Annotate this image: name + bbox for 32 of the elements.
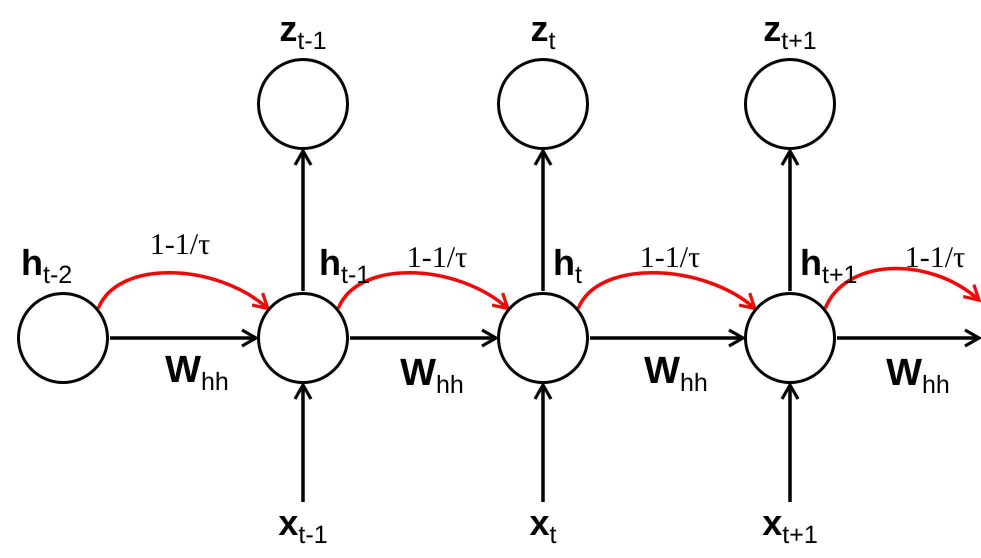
arrow <box>350 328 498 348</box>
recurrence-arrow <box>336 271 510 310</box>
state-label: z$_{t}$ <box>530 11 556 54</box>
state-label: z$_{t+1}$ <box>763 11 817 54</box>
state-label: z$_{t-1}$ <box>279 11 327 54</box>
arrow <box>837 328 981 348</box>
input-label: x$_{t}$ <box>530 505 556 548</box>
arrow <box>780 149 800 291</box>
state-label: h$_{t}$ <box>553 245 582 288</box>
arrow <box>590 328 745 348</box>
recurrence-arrow <box>576 271 756 310</box>
arrow <box>110 328 258 348</box>
arrow <box>293 149 313 291</box>
arrow <box>533 383 553 502</box>
edge-label: W$_{hh}$ <box>885 354 951 398</box>
input-label: x$_{t-1}$ <box>278 505 328 548</box>
edge-label: 1-1/τ <box>406 243 468 273</box>
arrow <box>780 383 800 502</box>
arrow <box>293 383 313 502</box>
arrow <box>533 149 553 291</box>
edge-label: 1-1/τ <box>638 243 702 273</box>
state-label: h$_{t-2}$ <box>21 245 72 288</box>
state-label: h$_{t-1}$ <box>319 245 370 288</box>
input-label: x$_{t+1}$ <box>762 505 818 548</box>
edge-label: W$_{hh}$ <box>399 354 465 398</box>
edge-label: 1-1/τ <box>148 230 212 260</box>
recurrence-arrow <box>96 271 270 310</box>
state-label: h$_{t+1}$ <box>800 245 858 288</box>
recurrence-arrow <box>824 266 981 310</box>
edge-label: W$_{hh}$ <box>643 352 709 396</box>
edge-label: 1-1/τ <box>904 243 966 273</box>
edge-label: W$_{hh}$ <box>164 351 230 395</box>
